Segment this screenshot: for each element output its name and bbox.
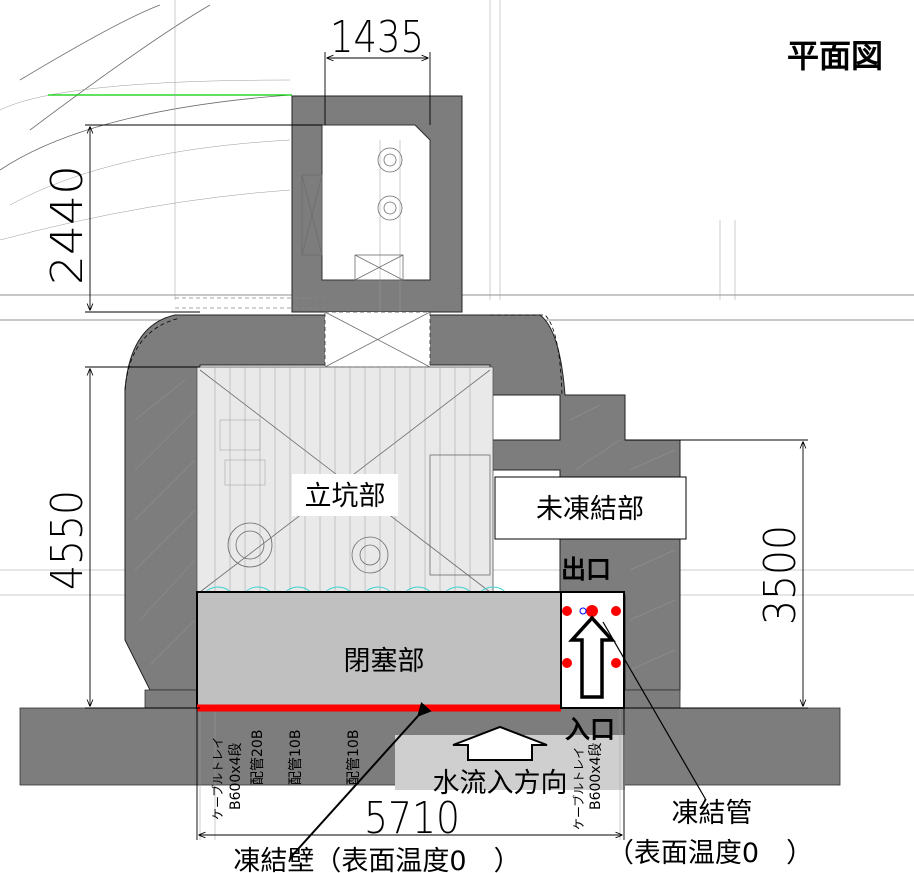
svg-text:3500: 3500 [755, 525, 806, 625]
inlet-label: 入口 [565, 715, 615, 744]
dimension-top: 1435 [324, 12, 431, 125]
svg-text:5710: 5710 [364, 793, 460, 844]
svg-text:B600x4段: B600x4段 [228, 742, 244, 810]
svg-text:ケーブルトレイ: ケーブルトレイ [571, 747, 586, 830]
freeze-pipe-leader [602, 621, 707, 801]
svg-text:ケーブルトレイ: ケーブルトレイ [210, 737, 225, 820]
background-curves [0, 4, 291, 241]
svg-text:配管20B: 配管20B [250, 730, 266, 785]
dimension-right: 3500 [625, 439, 808, 709]
water-inflow-label: 水流入方向 [433, 768, 568, 799]
freeze-pipe-label: 凍結管 [672, 798, 753, 829]
upper-shaft [291, 95, 463, 330]
floor-band [19, 689, 841, 840]
svg-text:配管10B: 配管10B [346, 730, 362, 785]
freeze-wall-label: 凍結壁（表面温度0 ） [233, 846, 520, 873]
unfrozen-box [494, 476, 687, 540]
water-inflow-arrow [452, 725, 548, 761]
page-title: 平面図 [787, 37, 883, 75]
shaft-label-bg [292, 474, 398, 516]
unfrozen-label: 未凍結部 [536, 494, 644, 525]
shaft-label: 立坑部 [305, 481, 386, 512]
dimension-left: 4550 [42, 366, 200, 709]
dimension-upper-left: 2440 [42, 124, 322, 313]
svg-text:配管10B: 配管10B [288, 730, 304, 785]
dimension-bottom: 5710 [196, 708, 625, 844]
svg-text:4550: 4550 [42, 490, 93, 590]
floor-annotations: ケーブルトレイ B600x4段 配管20B 配管10B 配管10B ケーブルトレ… [210, 730, 604, 830]
outlet-label: 出口 [561, 555, 611, 584]
svg-text:1435: 1435 [330, 12, 424, 63]
svg-text:2440: 2440 [42, 165, 93, 285]
svg-text:B600x4段: B600x4段 [588, 742, 604, 810]
plug-label: 閉塞部 [344, 646, 425, 677]
freeze-pipe-box [560, 591, 625, 709]
freeze-pipe-temp-label: （表面温度0 ） [607, 838, 813, 869]
